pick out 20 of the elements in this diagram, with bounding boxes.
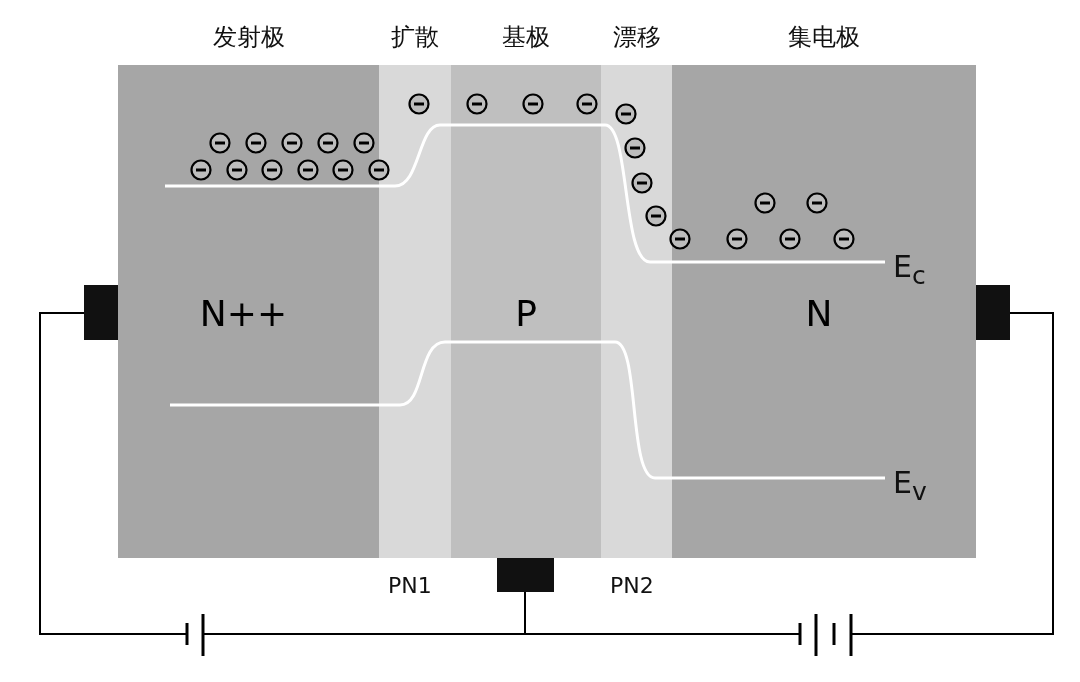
wire [39,312,188,635]
metal-contact [497,558,554,592]
region-heading: 集电极 [787,22,861,53]
junction-label: PN2 [610,573,654,598]
doping-label: N++ [198,293,289,334]
region-heading: 漂移 [611,22,662,53]
region-heading: 基极 [501,22,551,53]
region-heading: 扩散 [390,22,440,53]
metal-contact [84,285,118,340]
battery-symbol [798,614,853,656]
region-heading: 发射极 [211,22,286,53]
wire [850,312,1054,635]
junction-label: PN1 [388,573,432,598]
band-label: E$_{v}$ [893,465,927,506]
band-label: E$_{c}$ [893,249,926,290]
doping-label: P [514,293,538,334]
wire [524,591,801,635]
doping-label: N [804,293,834,334]
metal-contact [976,285,1010,340]
battery-symbol [185,614,205,656]
